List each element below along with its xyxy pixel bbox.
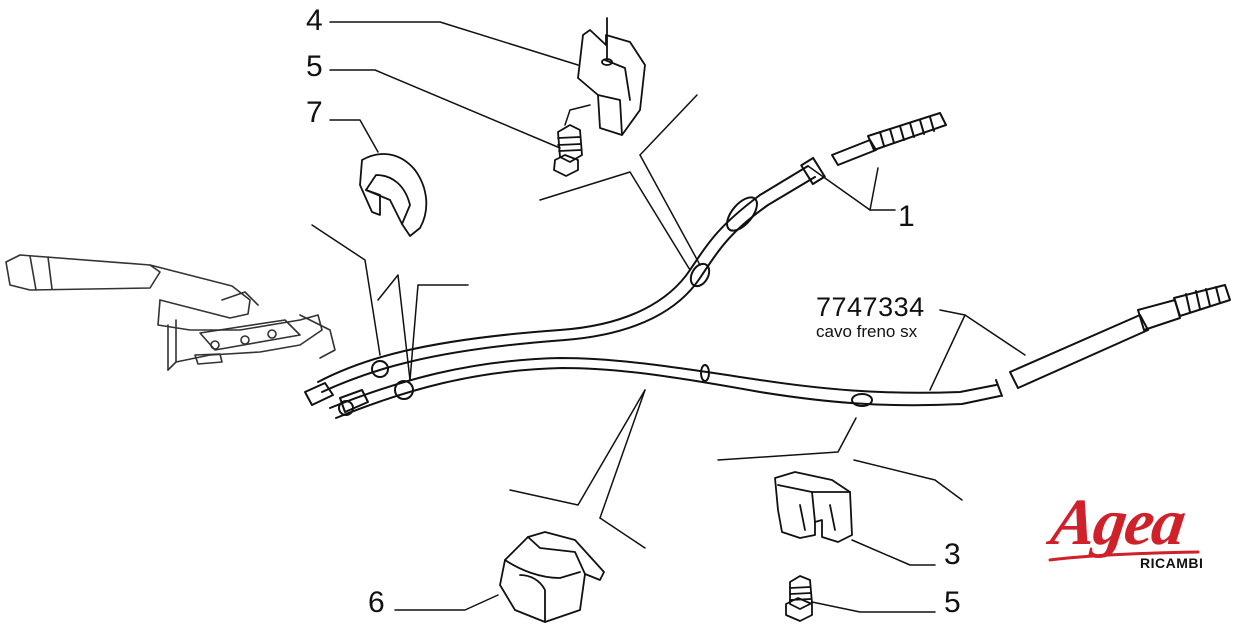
brand-logo: Agea — [1046, 486, 1189, 559]
part-6-clamp — [499, 531, 605, 623]
callout-7: 7 — [306, 96, 323, 129]
cable-1 — [304, 112, 947, 406]
handbrake-lever — [5, 254, 336, 371]
callout-1: 1 — [898, 200, 915, 233]
brand-logo-sub: RICAMBI — [1140, 555, 1204, 571]
part-5-bolt-bottom — [785, 575, 813, 622]
part-number: 7747334 — [816, 292, 925, 322]
callout-6: 6 — [368, 586, 385, 619]
callout-5-bottom: 5 — [944, 586, 961, 619]
part-5-bolt-top — [553, 124, 583, 177]
part-7-clip — [359, 153, 428, 237]
part-4-bracket — [577, 17, 646, 136]
leader-lines — [311, 21, 1026, 613]
part-description: cavo freno sx — [816, 322, 918, 341]
callout-5-top: 5 — [306, 50, 323, 83]
callout-4: 4 — [306, 4, 323, 37]
part-3-clip — [774, 471, 853, 543]
callout-3: 3 — [944, 538, 961, 571]
logo-swoosh — [1048, 550, 1200, 562]
cable-7747334 — [329, 284, 1231, 419]
